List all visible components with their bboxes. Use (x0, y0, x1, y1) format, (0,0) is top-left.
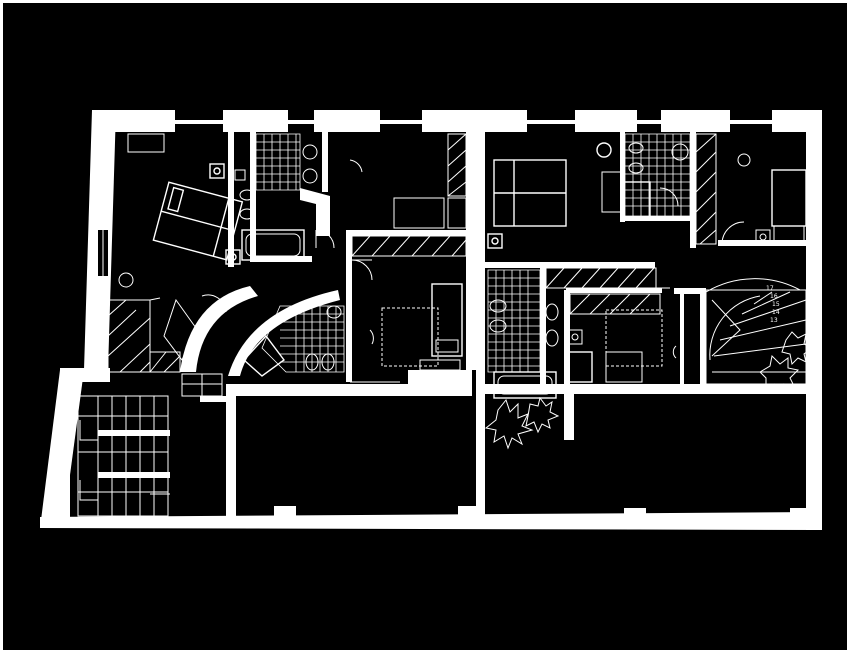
stair-step-15: 15 (772, 301, 780, 308)
stair-step-17: 17 (766, 285, 774, 292)
desk-left (127, 133, 165, 153)
windows (98, 110, 772, 276)
curved-corridor (180, 286, 340, 397)
plants (484, 331, 813, 450)
bed-right (487, 142, 612, 249)
center-left-walls (346, 230, 472, 382)
left-bath2 (243, 305, 345, 377)
door-thresholds (149, 287, 670, 389)
drawing-background (3, 3, 847, 650)
right-bath-lower (487, 269, 583, 399)
stair-step-14: 14 (772, 309, 780, 316)
bed-right-2 (721, 153, 807, 245)
left-bath-tiles (234, 133, 318, 261)
right-bath-top (601, 133, 691, 219)
stair-step-13: 13 (770, 317, 778, 324)
spiral-stair: 17 16 15 14 13 (705, 278, 807, 385)
stair-left (77, 395, 170, 517)
stair-step-16: 16 (770, 293, 778, 300)
closets-left (107, 133, 467, 373)
bed-left (152, 163, 244, 265)
plant-pot-left (118, 272, 134, 288)
bed-right-3 (567, 309, 677, 383)
door-swings-left (201, 159, 374, 345)
bed-center-left (381, 283, 463, 371)
closets-right (545, 133, 717, 315)
